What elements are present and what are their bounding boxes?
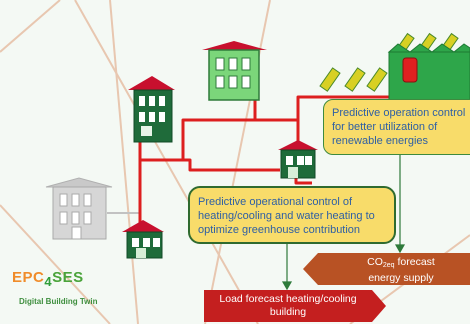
- renewable-control-callout: Predictive operation control for better …: [323, 99, 470, 155]
- greenhouse-control-text: Predictive operational control of heatin…: [198, 196, 375, 236]
- co2-suffix: forecast: [394, 256, 435, 268]
- solar-panels: [319, 32, 459, 92]
- small-green-house-left: [122, 220, 164, 259]
- co2-forecast-banner: CO2eq forecast energy supply: [318, 253, 470, 285]
- load-forecast-text: Load forecast heating/cooling building: [219, 293, 357, 318]
- co2-forecast-line1: CO2eq forecast: [332, 256, 470, 272]
- epc4ses-logo: EPC4SES Digital Building Twin: [12, 269, 132, 309]
- co2-forecast-line2: energy supply: [368, 272, 434, 284]
- load-forecast-banner: Load forecast heating/cooling building: [204, 290, 372, 322]
- logo-subtitle: Digital Building Twin: [19, 297, 98, 306]
- light-green-building: [202, 41, 267, 101]
- logo-title: EPC4SES: [12, 269, 132, 291]
- greenhouse-control-callout: Predictive operational control of heatin…: [188, 186, 396, 244]
- renewable-control-text: Predictive operation control for better …: [332, 107, 466, 147]
- forecast-arrows: [281, 155, 406, 291]
- tall-green-building: [128, 76, 175, 143]
- grey-building: [45, 177, 113, 240]
- logo-ses: SES: [52, 269, 84, 286]
- co2-banner-arrow-tip: [303, 253, 318, 285]
- co2-prefix: CO: [367, 256, 383, 268]
- load-banner-arrow-tip: [372, 290, 386, 322]
- co2-subscript: 2eq: [382, 262, 395, 269]
- logo-epc: EPC: [12, 269, 45, 286]
- greenhouse-plant: [387, 43, 470, 109]
- small-green-house-right: [278, 140, 318, 179]
- logo-4: 4: [44, 274, 53, 289]
